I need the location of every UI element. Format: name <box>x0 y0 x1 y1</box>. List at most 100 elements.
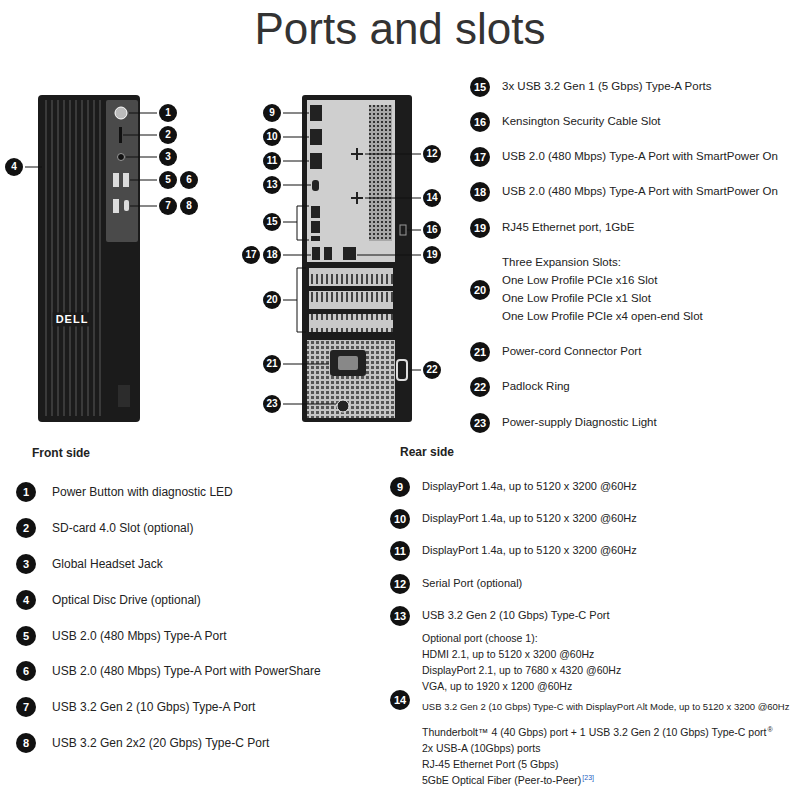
padlock-ring <box>397 360 407 380</box>
label-group: 14 <box>390 690 410 710</box>
callout-number: 1 <box>16 482 36 502</box>
label-group: Optical Disc Drive (optional) <box>52 593 201 607</box>
label-group: Front side <box>32 446 90 460</box>
callout-number: 19 <box>470 218 490 238</box>
leader-line <box>407 230 421 231</box>
label-group: USB 2.0 (480 Mbps) Type-A Port with Powe… <box>52 664 321 678</box>
port-description: Power-supply Diagnostic Light <box>502 416 657 428</box>
usb-a-port <box>324 247 332 260</box>
power-button <box>115 107 127 119</box>
label-group: 6 <box>180 171 198 189</box>
port-description: Power-cord Connector Port <box>502 345 641 357</box>
callout-number: 15 <box>470 77 490 97</box>
kensington-slot <box>400 225 406 235</box>
option-item: HDMI 2.1, up to 5120 x 3200 @60Hz <box>422 648 594 660</box>
label-group: VGA, up to 1920 x 1200 @60Hz <box>422 680 572 693</box>
callout-number: 6 <box>16 661 36 681</box>
displayport <box>310 129 322 145</box>
leader-line <box>365 198 421 199</box>
callout-number: 20 <box>470 280 490 300</box>
expansion-slot <box>309 291 393 309</box>
leader-line <box>283 185 311 186</box>
label-group: 14 <box>423 189 441 207</box>
callout-number: 22 <box>423 361 441 379</box>
leader-line <box>123 135 157 136</box>
label-group: DisplayPort 1.4a, up to 5120 x 3200 @60H… <box>422 512 637 525</box>
callout-number: 21 <box>470 342 490 362</box>
label-group: Optional port (choose 1): <box>422 632 538 645</box>
option-item: Thunderbolt™ 4 (40 Gbps) port + 1 USB 3.… <box>422 726 766 738</box>
displayport <box>310 105 322 121</box>
label-group: 20 <box>470 280 490 300</box>
port-description: SD-card 4.0 Slot (optional) <box>52 521 193 535</box>
brand-logo: DELL <box>53 312 92 326</box>
label-group: USB 2.0 (480 Mbps) Type-A Port <box>52 629 227 643</box>
label-group: 21 <box>263 355 281 373</box>
label-group: 19 <box>423 246 441 264</box>
callout-number: 5 <box>159 171 177 189</box>
callout-number: 23 <box>263 395 281 413</box>
label-group: Power Button with diagnostic LED <box>52 485 233 499</box>
usb-c-port <box>312 180 319 191</box>
port-description: Kensington Security Cable Slot <box>502 115 661 127</box>
callout-number: 9 <box>390 477 410 497</box>
expansion-slot <box>309 268 393 286</box>
callout-number: 2 <box>16 518 36 538</box>
callout-number: 18 <box>263 246 281 264</box>
label-group: 8 <box>16 733 36 753</box>
callout-number: 20 <box>263 291 281 309</box>
callout-number: 13 <box>390 606 410 626</box>
usb-c-port <box>124 200 129 211</box>
option-plus <box>351 192 363 204</box>
leader-line <box>283 404 336 405</box>
label-group: 4 <box>16 590 36 610</box>
option-item: VGA, up to 1920 x 1200 @60Hz <box>422 680 572 692</box>
label-group: 15 <box>470 77 490 97</box>
label-group: 10 <box>390 509 410 529</box>
port-description: DisplayPort 1.4a, up to 5120 x 3200 @60H… <box>422 512 637 524</box>
power-connector-inner <box>338 356 358 370</box>
expansion-slot <box>309 314 393 332</box>
callout-number: 17 <box>242 246 260 264</box>
leader-line <box>25 167 42 168</box>
label-group: Serial Port (optional) <box>422 577 522 590</box>
callout-number: 8 <box>180 197 198 215</box>
diagnostic-light <box>337 400 349 412</box>
leader-line <box>126 157 157 158</box>
label-group: 8 <box>180 197 198 215</box>
usb-a-port <box>113 173 119 187</box>
port-description: Padlock Ring <box>502 380 570 392</box>
front-tower <box>38 95 140 422</box>
leader-line <box>130 206 157 207</box>
label-group: 2 <box>16 518 36 538</box>
tower-body <box>38 95 140 422</box>
port-description: USB 3.2 Gen 2x2 (20 Gbps) Type-C Port <box>52 736 269 750</box>
port-description: USB 2.0 (480 Mbps) Type-A Port <box>52 629 227 643</box>
label-group: 16 <box>470 112 490 132</box>
callout-number: 16 <box>423 221 441 239</box>
rear-frame <box>302 95 412 422</box>
label-group: Three Expansion Slots: <box>502 256 621 270</box>
slat <box>93 100 95 416</box>
label-group: 3 <box>159 148 177 166</box>
bracket <box>283 300 297 301</box>
label-group: 9 <box>390 477 410 497</box>
leader-line <box>283 364 329 365</box>
leader-line <box>129 113 157 114</box>
plus-mark <box>356 192 358 204</box>
label-group: USB 3.2 Gen 2 (10 Gbps) Type-C with Disp… <box>422 700 796 713</box>
callout-number: 17 <box>470 147 490 167</box>
front-badge <box>118 385 130 407</box>
rj45-port <box>343 247 356 260</box>
port-description: One Low Profile PCIe x1 Slot <box>502 292 651 304</box>
label-group: 7 <box>159 197 177 215</box>
slat <box>75 100 77 416</box>
port-description: 3x USB 3.2 Gen 1 (5 Gbps) Type-A Ports <box>502 80 711 92</box>
label-group: One Low Profile PCIe x1 Slot <box>502 292 651 306</box>
leader-line <box>130 180 157 181</box>
trademark-mark: ® <box>767 726 772 733</box>
label-group: Thunderbolt™ 4 (40 Gbps) port + 1 USB 3.… <box>422 726 773 739</box>
label-group: 18 <box>263 246 281 264</box>
label-group: One Low Profile PCIe x4 open-end Slot <box>502 310 703 324</box>
